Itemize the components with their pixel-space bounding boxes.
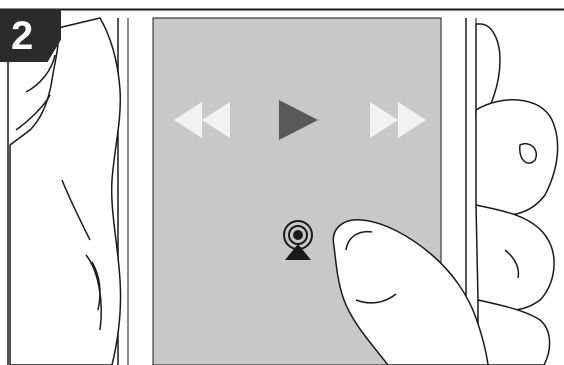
right-hand <box>476 24 558 365</box>
left-hand <box>10 18 121 365</box>
step-badge: 2 <box>0 9 61 62</box>
step-number: 2 <box>11 16 33 56</box>
